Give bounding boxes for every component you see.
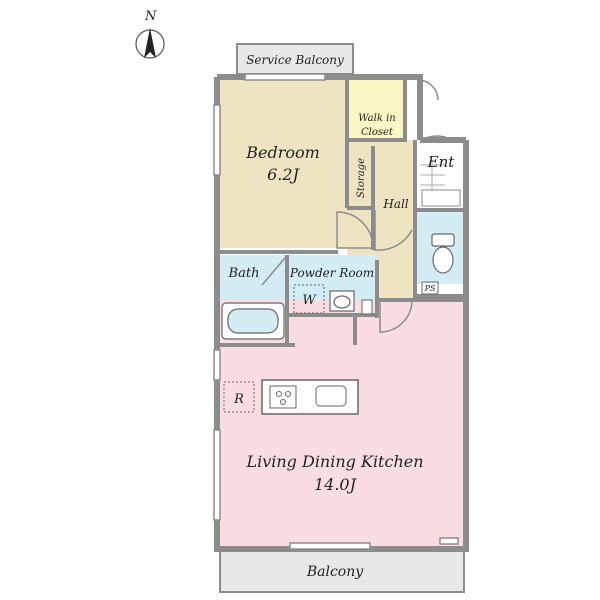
bedroom-area-label: 6.2J	[267, 165, 300, 184]
closet-label-line1: Walk in	[358, 113, 395, 124]
kitchen-counter	[261, 379, 359, 415]
north-arrow-icon	[135, 28, 165, 59]
balcony-area	[219, 549, 465, 593]
interior-walls	[220, 80, 463, 347]
washer-label: W	[302, 293, 317, 308]
ldk-corridor	[295, 315, 355, 345]
hall-label: Hall	[382, 197, 408, 211]
service-balcony-label: Service Balcony	[246, 53, 344, 67]
refrigerator-space	[223, 381, 255, 413]
bathtub-fixture	[221, 302, 285, 340]
door-swings	[261, 79, 453, 333]
toilet-fixture	[431, 233, 455, 274]
powder-room-label: Powder Room	[289, 266, 374, 280]
balcony-label: Balcony	[306, 564, 364, 580]
compass-label: N	[144, 9, 157, 24]
closet-area	[348, 80, 404, 140]
storage-label: Storage	[356, 158, 367, 198]
bedroom-area	[220, 80, 347, 248]
ldk-label: Living Dining Kitchen	[245, 452, 423, 471]
entrance-label: Ent	[427, 153, 456, 171]
sink-fixture	[329, 290, 355, 312]
closet-label-line2: Closet	[361, 127, 394, 138]
refrigerator-label: R	[233, 392, 244, 407]
ps-box	[421, 281, 439, 295]
pipe-space-label: PS	[424, 284, 436, 293]
ldk-area-label: 14.0J	[314, 475, 358, 494]
bedroom-label: Bedroom	[245, 143, 320, 162]
entrance-tiles	[420, 160, 461, 207]
windows	[213, 73, 459, 550]
washer-pan	[293, 284, 325, 314]
bath-label: Bath	[228, 266, 260, 281]
pipe-space-box	[361, 299, 373, 315]
